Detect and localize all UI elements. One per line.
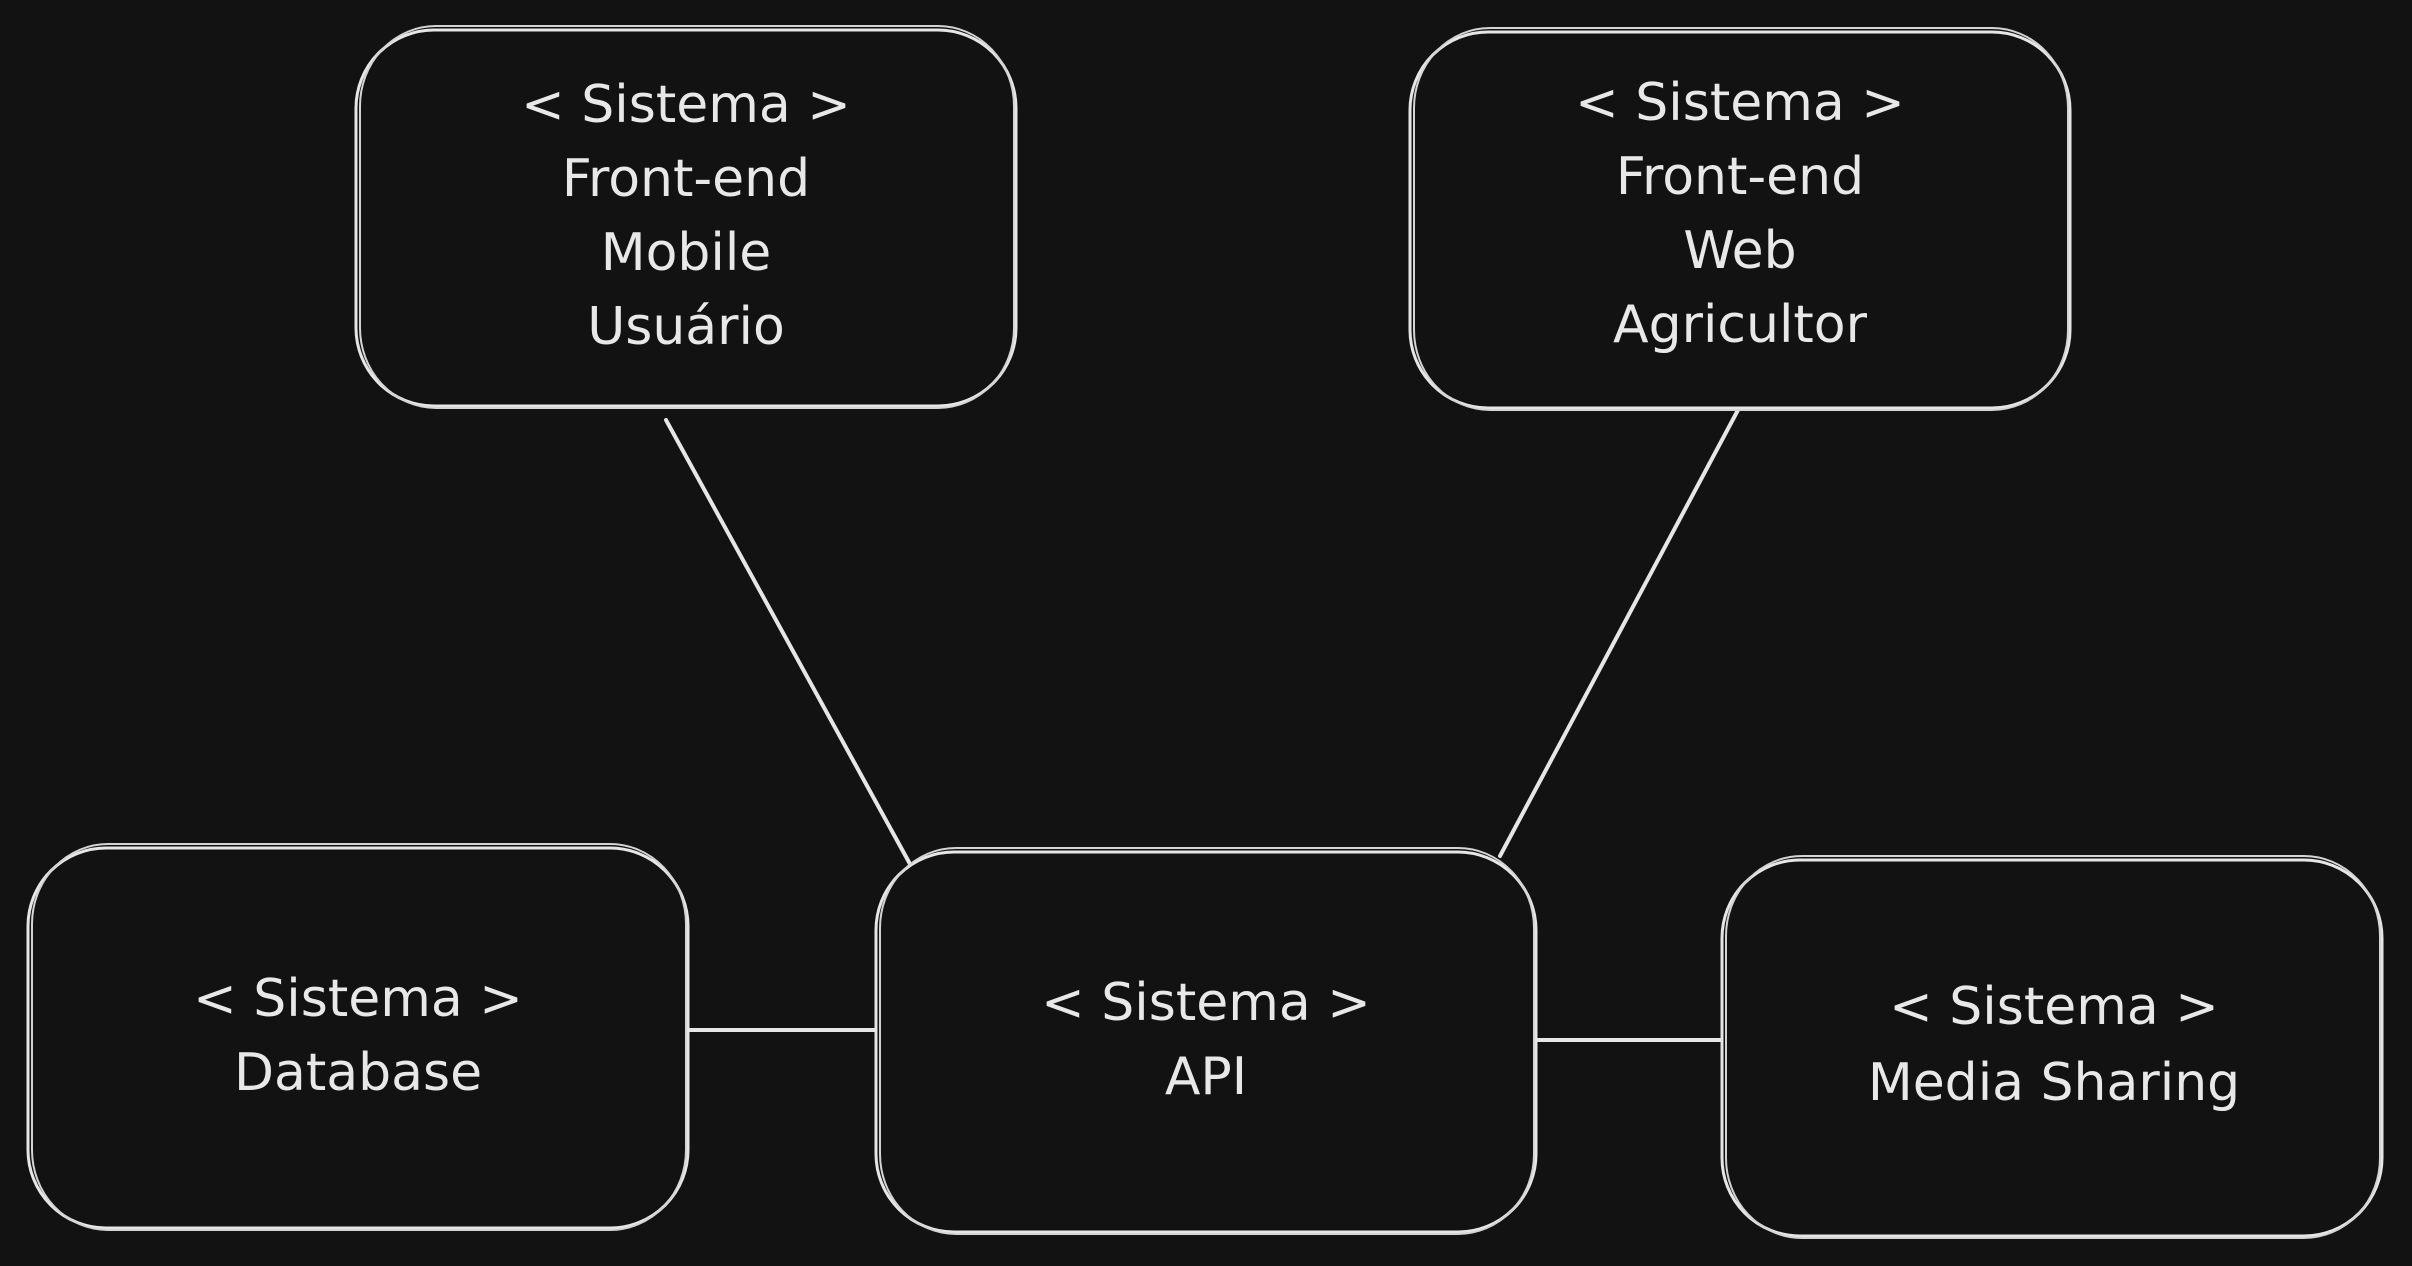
node-frontend-mobile-sketch xyxy=(359,25,1015,409)
edge-mobile-api xyxy=(664,418,912,866)
node-frontend-mobile-box xyxy=(354,28,1018,408)
node-media-sharing-line-2: Media Sharing xyxy=(1868,1053,2240,1113)
node-frontend-web-sketch xyxy=(1413,27,2069,411)
node-api-box xyxy=(874,850,1538,1234)
node-media-sharing-sketch xyxy=(1725,855,2381,1239)
node-api-line-2: API xyxy=(1165,1047,1247,1107)
node-frontend-web-line-1: < Sistema > xyxy=(1575,73,1905,133)
node-api-line-1: < Sistema > xyxy=(1041,973,1371,1033)
node-frontend-web-box xyxy=(1408,30,2072,410)
node-media-sharing-box xyxy=(1720,858,2384,1238)
node-media-sharing-line-1: < Sistema > xyxy=(1889,977,2219,1037)
node-api[interactable]: < Sistema > API xyxy=(874,847,1538,1235)
node-frontend-web-line-4: Agricultor xyxy=(1613,295,1868,355)
node-frontend-mobile-line-4: Usuário xyxy=(587,297,785,357)
node-frontend-mobile-line-3: Mobile xyxy=(601,223,772,283)
node-database-line-1: < Sistema > xyxy=(193,969,523,1029)
node-frontend-web-line-3: Web xyxy=(1683,221,1796,281)
node-database[interactable]: < Sistema > Database xyxy=(26,843,690,1231)
node-frontend-mobile[interactable]: < Sistema > Front-end Mobile Usuário xyxy=(354,25,1018,409)
node-api-sketch xyxy=(879,847,1535,1235)
node-frontend-mobile-line-2: Front-end xyxy=(562,149,810,209)
node-database-sketch xyxy=(31,843,687,1231)
node-frontend-web[interactable]: < Sistema > Front-end Web Agricultor xyxy=(1408,27,2072,411)
node-database-line-2: Database xyxy=(234,1043,482,1103)
node-media-sharing[interactable]: < Sistema > Media Sharing xyxy=(1720,855,2384,1239)
node-database-box xyxy=(26,846,690,1230)
edge-web-api xyxy=(1498,408,1740,858)
node-frontend-mobile-line-1: < Sistema > xyxy=(521,75,851,135)
node-frontend-web-line-2: Front-end xyxy=(1616,147,1864,207)
